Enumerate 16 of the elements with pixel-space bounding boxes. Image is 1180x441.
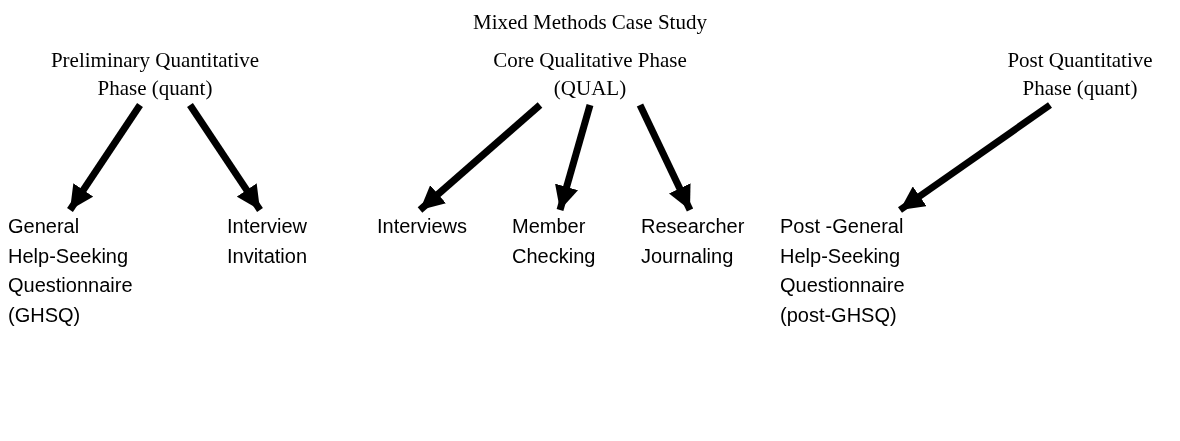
arrow	[898, 102, 1052, 213]
diagram-title: Mixed Methods Case Study	[472, 9, 708, 36]
method-label: Interview Invitation	[227, 214, 309, 269]
phase-heading: Post Quantitative Phase (quant)	[1006, 47, 1154, 102]
method-label: Researcher Journaling	[641, 214, 746, 269]
arrow	[555, 104, 594, 211]
arrow	[67, 103, 143, 212]
method-label: General Help-Seeking Questionnaire (GHSQ)	[8, 214, 134, 328]
phase-heading: Preliminary Quantitative Phase (quant)	[49, 47, 261, 102]
arrow	[417, 102, 543, 213]
method-label: Member Checking	[512, 214, 597, 269]
arrow	[187, 103, 263, 212]
arrow	[636, 103, 694, 212]
method-label: Interviews	[377, 214, 469, 239]
method-label: Post -General Help-Seeking Questionnaire (post-GHSQ)	[780, 214, 906, 328]
phase-heading: Core Qualitative Phase (QUAL)	[492, 47, 688, 102]
